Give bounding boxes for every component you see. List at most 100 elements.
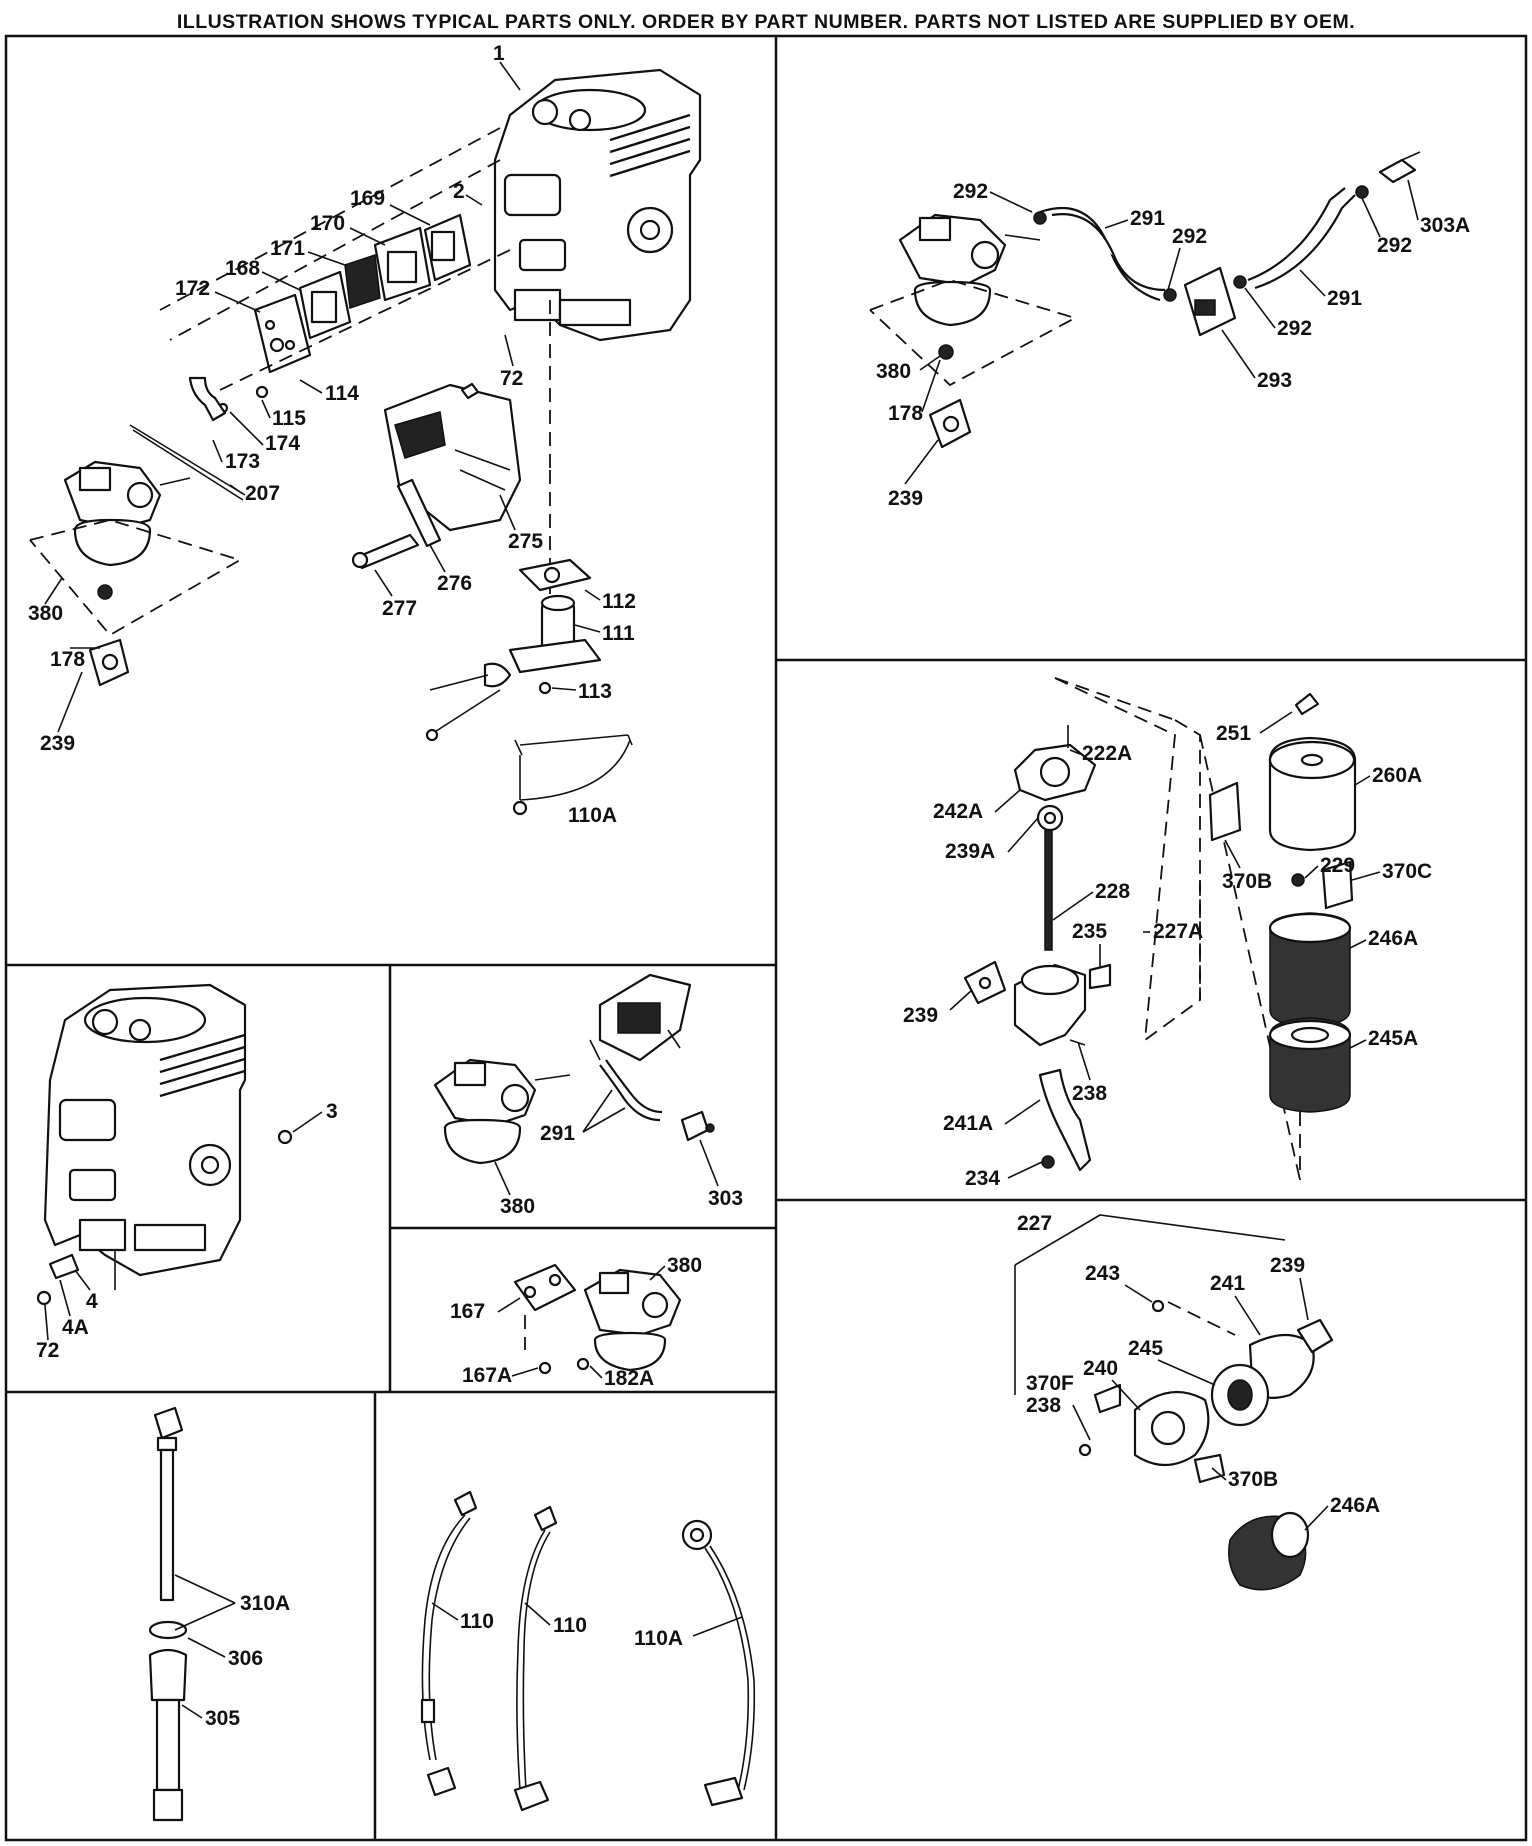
part-label-370B-a: 370B — [1222, 870, 1272, 893]
part-label-306: 306 — [228, 1647, 263, 1670]
fuel-line-kit-drawing — [869, 151, 1421, 449]
part-label-303A: 303A — [1420, 214, 1470, 237]
part-label-241A: 241A — [943, 1112, 993, 1135]
part-label-239-c: 239 — [903, 1004, 938, 1027]
part-label-169: 169 — [350, 187, 385, 210]
part-label-178-a: 178 — [50, 648, 85, 671]
part-label-238-a: 238 — [1072, 1082, 1107, 1105]
part-label-229: 229 — [1320, 854, 1355, 877]
part-label-380-e: 380 — [500, 1195, 535, 1218]
part-label-222A: 222A — [1082, 742, 1132, 765]
part-label-242A: 242A — [933, 800, 983, 823]
part-label-4A: 4A — [62, 1316, 89, 1339]
part-label-292-b: 292 — [1172, 225, 1207, 248]
part-label-291-e: 291 — [540, 1122, 575, 1145]
part-label-168: 168 — [225, 257, 260, 280]
part-label-235: 235 — [1072, 920, 1107, 943]
part-label-238-g: 238 — [1026, 1394, 1061, 1417]
breather-tube — [129, 376, 246, 501]
part-label-3: 3 — [326, 1100, 338, 1123]
part-label-227A: 227A — [1153, 920, 1203, 943]
part-label-251: 251 — [1216, 722, 1251, 745]
part-label-370C: 370C — [1382, 860, 1432, 883]
part-label-234: 234 — [965, 1167, 1000, 1190]
ground-wires-drawing — [420, 1490, 756, 1812]
panel-h-labels: 310A 306 305 — [205, 1592, 290, 1730]
part-label-305: 305 — [205, 1707, 240, 1730]
part-label-292-a: 292 — [953, 180, 988, 203]
part-label-207: 207 — [245, 482, 280, 505]
part-label-291-b: 291 — [1327, 287, 1362, 310]
panel-frames — [4, 34, 1528, 1842]
part-label-246A-g: 246A — [1330, 1494, 1380, 1517]
panel-g-leaders — [1111, 1277, 1329, 1531]
part-label-245: 245 — [1128, 1337, 1163, 1360]
engine-block-drawing-d — [36, 983, 293, 1306]
part-label-239-a: 239 — [40, 732, 75, 755]
part-label-246A-a: 246A — [1368, 927, 1418, 950]
panel-b-labels: 292 291 292 292 303A 291 292 293 380 178… — [876, 180, 1470, 510]
panel-h-leaders — [174, 1574, 236, 1719]
part-label-277: 277 — [382, 597, 417, 620]
part-label-245A: 245A — [1368, 1027, 1418, 1050]
part-label-113: 113 — [578, 680, 612, 703]
carburetor-drawing-a — [29, 460, 243, 687]
panel-b-leaders — [904, 179, 1419, 485]
panel-a-labels: 1 2 169 170 171 168 172 114 115 174 173 … — [28, 42, 636, 827]
part-label-260A: 260A — [1372, 764, 1422, 787]
part-label-72-d: 72 — [36, 1339, 59, 1362]
part-label-182A: 182A — [604, 1367, 654, 1390]
part-label-110A-i: 110A — [634, 1627, 683, 1650]
part-label-240: 240 — [1083, 1357, 1118, 1380]
panel-f-labels: 380 167 167A 182A — [450, 1254, 702, 1390]
part-label-114: 114 — [325, 382, 359, 405]
part-label-292-c: 292 — [1377, 234, 1412, 257]
part-label-178-b: 178 — [888, 402, 923, 425]
part-label-370F: 370F — [1026, 1372, 1074, 1395]
part-label-370B-g: 370B — [1228, 1468, 1278, 1491]
panel-g-labels: 227 243 241 239 245 240 370F 238 370B 24… — [1017, 1212, 1380, 1517]
part-label-2: 2 — [453, 180, 465, 203]
part-label-112: 112 — [602, 590, 636, 613]
panel-d-labels: 3 4 4A 72 — [36, 1100, 338, 1362]
part-label-380-a: 380 — [28, 602, 63, 625]
part-label-227: 227 — [1017, 1212, 1052, 1235]
intake-gasket-stack — [217, 213, 472, 414]
part-label-72: 72 — [500, 367, 523, 390]
air-cleaner-body-275 — [351, 382, 522, 570]
part-label-228: 228 — [1095, 880, 1130, 903]
part-label-243: 243 — [1085, 1262, 1120, 1285]
part-label-380-b: 380 — [876, 360, 911, 383]
carburetor-remote-tank-drawing — [433, 973, 715, 1165]
header-note: ILLUSTRATION SHOWS TYPICAL PARTS ONLY. O… — [177, 11, 1355, 33]
air-cleaner-assembly-drawing — [963, 677, 1357, 1181]
part-label-110-a: 110 — [460, 1610, 494, 1633]
part-label-293: 293 — [1257, 369, 1292, 392]
part-label-115: 115 — [272, 407, 306, 430]
part-label-171: 171 — [270, 237, 305, 260]
panel-a-leaders — [44, 61, 601, 733]
part-label-110A-a: 110A — [568, 804, 617, 827]
dipstick-drawing — [148, 1406, 188, 1822]
part-label-174: 174 — [265, 432, 300, 455]
part-label-380-f: 380 — [667, 1254, 702, 1277]
panel-c-labels: 222A 242A 239A 228 235 227A 239 238 241A… — [903, 722, 1432, 1190]
panel-d-leaders — [44, 1111, 323, 1341]
part-label-241: 241 — [1210, 1272, 1245, 1295]
panel-e-labels: 291 380 303 — [500, 1122, 743, 1218]
part-label-1: 1 — [493, 42, 505, 65]
panel-f-leaders — [497, 1265, 666, 1379]
part-label-275: 275 — [508, 530, 543, 553]
air-cleaner-assembly-g-drawing — [1014, 1214, 1334, 1591]
part-label-291-a: 291 — [1130, 207, 1165, 230]
part-label-310A: 310A — [240, 1592, 290, 1615]
part-label-303: 303 — [708, 1187, 743, 1210]
part-label-173: 173 — [225, 450, 260, 473]
panel-i-labels: 110 110 110A — [460, 1610, 683, 1650]
part-label-172: 172 — [175, 277, 210, 300]
part-label-276: 276 — [437, 572, 472, 595]
part-label-167A: 167A — [462, 1364, 512, 1387]
panel-e-leaders — [494, 1029, 719, 1196]
carburetor-gasket-drawing — [513, 1263, 682, 1375]
